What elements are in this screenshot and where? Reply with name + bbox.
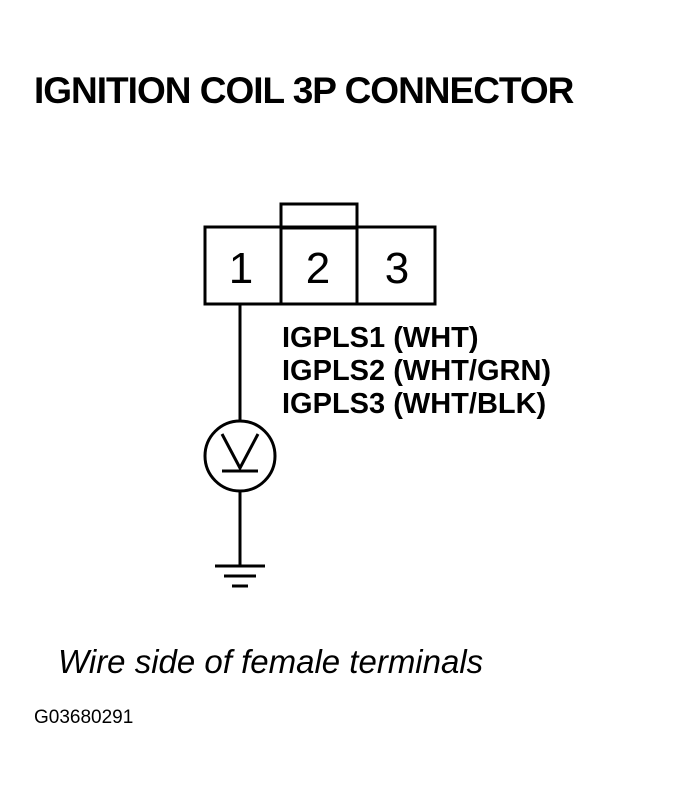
ground-icon — [215, 564, 265, 588]
voltmeter-v-symbol — [220, 433, 260, 472]
pin-label: 3 — [385, 244, 409, 293]
signal-list: IGPLS1 (WHT) IGPLS2 (WHT/GRN) IGPLS3 (WH… — [282, 322, 551, 421]
figure-code: G03680291 — [34, 707, 134, 728]
view-caption: Wire side of female terminals — [58, 643, 484, 680]
connector-latch — [279, 202, 359, 230]
signal-label: IGPLS1 (WHT) — [282, 322, 479, 354]
pin-label: 1 — [229, 244, 253, 293]
voltmeter-icon — [203, 419, 277, 493]
signal-label: IGPLS3 (WHT/BLK) — [282, 388, 547, 420]
diagram-title: IGNITION COIL 3P CONNECTOR — [34, 70, 574, 111]
pin-label: 2 — [306, 244, 330, 293]
connector-body — [203, 225, 437, 306]
signal-label: IGPLS2 (WHT/GRN) — [282, 355, 552, 387]
